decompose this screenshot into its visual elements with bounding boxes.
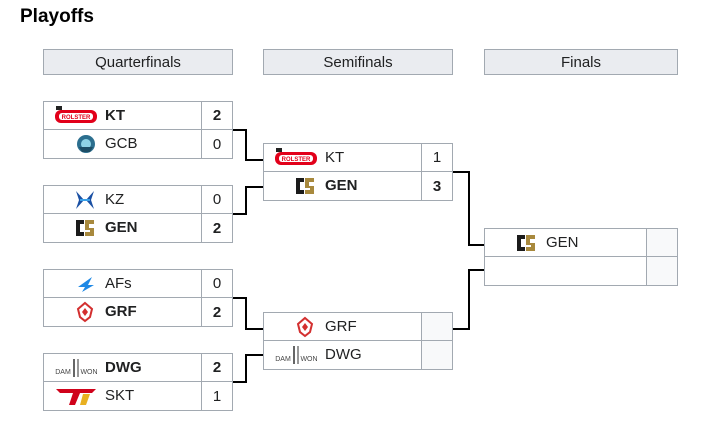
team-score: 1 <box>421 144 452 171</box>
page-title: Playoffs <box>20 6 94 27</box>
team-row[interactable]: GEN <box>484 228 678 257</box>
svg-text:WON: WON <box>300 356 317 363</box>
team-row[interactable]: GCB 0 <box>43 130 233 159</box>
griffin-logo <box>274 316 318 338</box>
griffin-logo <box>54 301 98 323</box>
team-name: GEN <box>105 219 138 236</box>
kt-rolster-logo: ROLSTER <box>54 105 98 127</box>
svg-text:ROLSTER: ROLSTER <box>282 157 311 163</box>
match-quarterfinal-4: DAM WON DWG 2 SKT 1 <box>43 353 233 411</box>
connector-qf2-sf1 <box>233 186 263 215</box>
team-row[interactable]: KZ 0 <box>43 185 233 214</box>
team-score <box>646 257 677 285</box>
team-score: 2 <box>201 298 232 326</box>
team-score: 3 <box>421 172 452 200</box>
team-row[interactable]: ROLSTER KT 1 <box>263 143 453 172</box>
team-score: 0 <box>201 130 232 158</box>
team-name: GEN <box>325 177 358 194</box>
gen-g-logo <box>54 217 98 239</box>
team-name: KZ <box>105 191 125 208</box>
team-row[interactable]: DAM WON DWG 2 <box>43 353 233 382</box>
team-name: GEN <box>546 234 579 251</box>
svg-text:DAM: DAM <box>275 356 291 363</box>
team-row[interactable]: ROLSTER KT 2 <box>43 101 233 130</box>
team-name: AFs <box>105 275 132 292</box>
round-header-finals: Finals <box>484 49 678 75</box>
svg-text:WON: WON <box>80 369 97 376</box>
team-row[interactable]: GEN 3 <box>263 172 453 201</box>
team-score: 1 <box>201 382 232 410</box>
team-score <box>421 313 452 340</box>
team-name: DWG <box>325 346 362 363</box>
team-row[interactable]: GRF 2 <box>43 298 233 327</box>
king-zone-logo <box>54 189 98 211</box>
team-name: DWG <box>105 359 142 376</box>
team-row[interactable] <box>484 257 678 286</box>
damwon-logo: DAM WON <box>274 344 318 366</box>
team-name: KT <box>105 107 125 124</box>
team-score: 2 <box>201 354 232 381</box>
connector-qf3-sf2 <box>233 297 263 330</box>
team-row[interactable]: DAM WON DWG <box>263 341 453 370</box>
team-score: 0 <box>201 186 232 213</box>
empty-logo-slot <box>495 260 539 282</box>
afreeca-freecs-logo <box>54 273 98 295</box>
team-name: GRF <box>105 303 137 320</box>
connector-sf2-final <box>453 269 484 330</box>
connector-qf4-sf2 <box>233 354 263 383</box>
team-name: GRF <box>325 318 357 335</box>
team-row[interactable]: GEN 2 <box>43 214 233 243</box>
match-quarterfinal-3: AFs 0 GRF 2 <box>43 269 233 327</box>
match-semifinal-2: GRF DAM WON DWG <box>263 312 453 370</box>
gcb-logo <box>54 133 98 155</box>
team-name: KT <box>325 149 345 166</box>
team-name: GCB <box>105 135 138 152</box>
team-score: 2 <box>201 102 232 129</box>
team-row[interactable]: GRF <box>263 312 453 341</box>
damwon-logo: DAM WON <box>54 357 98 379</box>
skt-t1-logo <box>54 385 98 407</box>
gen-g-logo <box>274 175 318 197</box>
team-score <box>421 341 452 369</box>
team-score <box>646 229 677 256</box>
team-score: 0 <box>201 270 232 297</box>
svg-text:ROLSTER: ROLSTER <box>62 115 91 121</box>
gen-g-logo <box>495 232 539 254</box>
connector-qf1-sf1 <box>233 129 263 161</box>
team-name: SKT <box>105 387 135 404</box>
team-score: 2 <box>201 214 232 242</box>
match-final: GEN <box>484 228 678 286</box>
match-semifinal-1: ROLSTER KT 1 GEN 3 <box>263 143 453 201</box>
kt-rolster-logo: ROLSTER <box>274 147 318 169</box>
team-row[interactable]: SKT 1 <box>43 382 233 411</box>
connector-sf1-final <box>453 171 484 246</box>
round-header-quarterfinals: Quarterfinals <box>43 49 233 75</box>
team-row[interactable]: AFs 0 <box>43 269 233 298</box>
round-header-semifinals: Semifinals <box>263 49 453 75</box>
match-quarterfinal-1: ROLSTER KT 2 GCB 0 <box>43 101 233 159</box>
svg-text:DAM: DAM <box>55 369 71 376</box>
match-quarterfinal-2: KZ 0 GEN 2 <box>43 185 233 243</box>
